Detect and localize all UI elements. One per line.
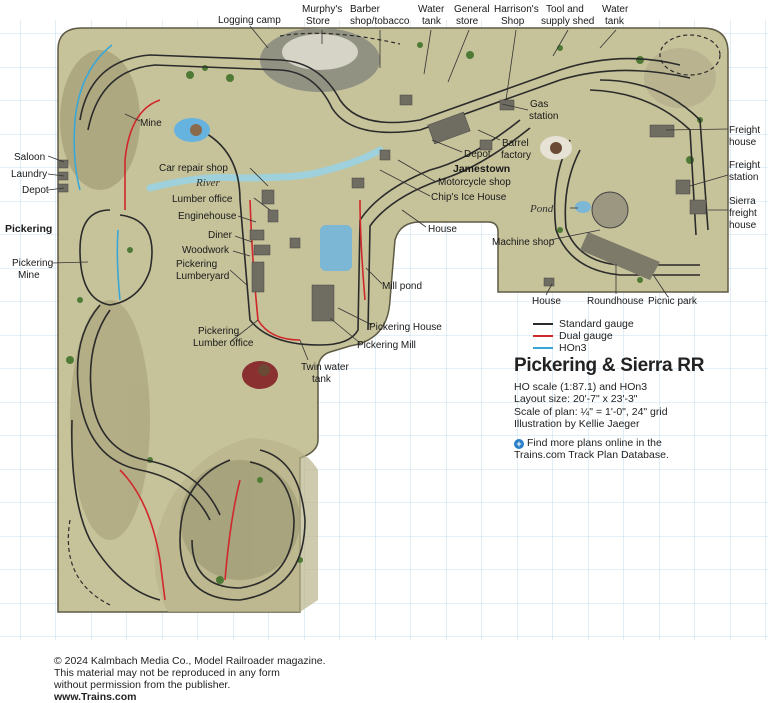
legend-item-standard-gauge: Standard gauge	[533, 318, 634, 330]
track-legend: Standard gauge Dual gauge HOn3	[533, 318, 634, 354]
label-gas-station-2: station	[529, 111, 558, 122]
label-freight-station: Freight	[729, 160, 760, 171]
label-sierra-freight-house-2: freight	[729, 208, 757, 219]
mill-pond	[320, 225, 352, 271]
label-laundry: Laundry	[11, 169, 47, 180]
label-pickering-mine-2: Mine	[18, 270, 40, 281]
label-mill-pond: Mill pond	[382, 281, 422, 292]
copyright-line: without permission from the publisher.	[54, 679, 231, 691]
legend-label: Dual gauge	[559, 330, 613, 342]
label-barber-shop-2: shop/tobacco	[350, 16, 410, 27]
label-water-tank-2: Water	[602, 4, 629, 15]
label-motorcycle-shop: Motorcycle shop	[438, 177, 511, 188]
label-woodwork: Woodwork	[182, 245, 230, 256]
label-pickering-lumberyard-2: Lumberyard	[176, 271, 229, 282]
standard-gauge-tracks	[71, 54, 709, 601]
turntable	[591, 191, 629, 229]
spec-illustrator: Illustration by Kellie Jaeger	[514, 418, 640, 431]
label-freight-house: Freight	[729, 125, 760, 136]
label-barber-shop: Barber	[350, 4, 381, 15]
roundhouse-building	[580, 232, 660, 280]
label-harrisons-shop-2: Shop	[501, 16, 525, 27]
label-twin-water-tank-2: tank	[312, 374, 332, 385]
label-saloon: Saloon	[14, 152, 45, 163]
hon3-tracks	[73, 44, 121, 301]
label-depot-mid: Depot	[464, 149, 491, 160]
label-murphys-store: Murphy's	[302, 4, 342, 15]
label-tool-shed-2: supply shed	[541, 16, 594, 27]
hidden-tracks	[67, 32, 721, 606]
label-logging-camp: Logging camp	[218, 15, 281, 26]
label-chips-ice-house: Chip's Ice House	[431, 192, 507, 203]
label-house-mid: House	[428, 224, 457, 235]
label-pickering-lumber-office-2: Lumber office	[193, 338, 254, 349]
label-pickering-lumber-office: Pickering	[198, 326, 239, 337]
label-water-tank-1b: tank	[422, 16, 442, 27]
label-freight-house-2: house	[729, 137, 757, 148]
label-car-repair-shop: Car repair shop	[159, 163, 228, 174]
label-twin-water-tank: Twin water	[301, 362, 349, 373]
legend-item-dual-gauge: Dual gauge	[533, 330, 634, 342]
label-freight-station-2: station	[729, 172, 758, 183]
label-diner: Diner	[208, 230, 233, 241]
label-pickering-mill: Pickering Mill	[357, 340, 416, 351]
copyright-line: © 2024 Kalmbach Media Co., Model Railroa…	[54, 655, 326, 667]
spec-scale: HO scale (1:87.1) and HOn3	[514, 381, 648, 393]
label-water-tank-2b: tank	[605, 16, 625, 27]
label-pickering-house: Pickering House	[369, 322, 442, 333]
people-figures	[174, 118, 572, 389]
label-pickering-lumberyard: Pickering	[176, 259, 217, 270]
label-enginehouse: Enginehouse	[178, 211, 237, 222]
plan-title: Pickering & Sierra RR	[514, 355, 705, 376]
label-gas-station: Gas	[530, 99, 548, 110]
legend-swatch	[533, 335, 553, 337]
label-general-store-2: store	[456, 16, 479, 27]
link-text-2: Trains.com Track Plan Database.	[514, 449, 669, 462]
label-tool-shed: Tool and	[546, 4, 584, 15]
spec-layout-size: Layout size: 20'-7" x 23'-3"	[514, 393, 638, 406]
plan-info: Pickering & Sierra RR HO scale (1:87.1) …	[514, 355, 754, 461]
label-pickering: Pickering	[5, 223, 52, 235]
link-text-1: Find more plans online in the	[527, 436, 662, 449]
track-plan-database-link[interactable]: +Find more plans online in the Trains.co…	[514, 437, 754, 462]
label-pond: Pond	[529, 203, 554, 215]
legend-item-hon3: HOn3	[533, 342, 634, 354]
pond	[575, 201, 591, 213]
label-river: River	[195, 177, 221, 189]
label-harrisons-shop: Harrison's	[494, 4, 539, 15]
dual-gauge-tracks	[119, 99, 366, 601]
label-roundhouse: Roundhouse	[587, 296, 644, 307]
copyright-line: This material may not be reproduced in a…	[54, 667, 280, 679]
label-lumber-office: Lumber office	[172, 194, 233, 205]
leader-lines	[47, 25, 729, 361]
label-depot-left: Depot	[22, 185, 49, 196]
label-picnic-park: Picnic park	[648, 296, 698, 307]
label-machine-shop: Machine shop	[492, 237, 555, 248]
label-general-store: General	[454, 4, 490, 15]
website-link[interactable]: www.Trains.com	[54, 691, 137, 703]
label-pickering-mine: Pickering	[12, 258, 53, 269]
legend-label: Standard gauge	[559, 318, 634, 330]
plus-icon: +	[514, 438, 524, 449]
legend-swatch	[533, 323, 553, 325]
label-murphys-store-2: Store	[306, 16, 330, 27]
legend-swatch	[533, 347, 553, 349]
label-water-tank-1: Water	[418, 4, 445, 15]
legend-label: HOn3	[559, 342, 587, 354]
label-house-right: House	[532, 296, 561, 307]
spec-plan-scale: Scale of plan: ¼" = 1'-0", 24" grid	[514, 405, 668, 418]
label-mine: Mine	[140, 118, 162, 129]
label-barrel-factory: Barrel	[502, 138, 529, 149]
label-sierra-freight-house-3: house	[729, 220, 757, 231]
label-sierra-freight-house: Sierra	[729, 196, 756, 207]
river	[146, 146, 384, 192]
label-jamestown: Jamestown	[453, 163, 510, 175]
label-barrel-factory-2: factory	[501, 150, 531, 161]
copyright-block: © 2024 Kalmbach Media Co., Model Railroa…	[54, 655, 326, 703]
